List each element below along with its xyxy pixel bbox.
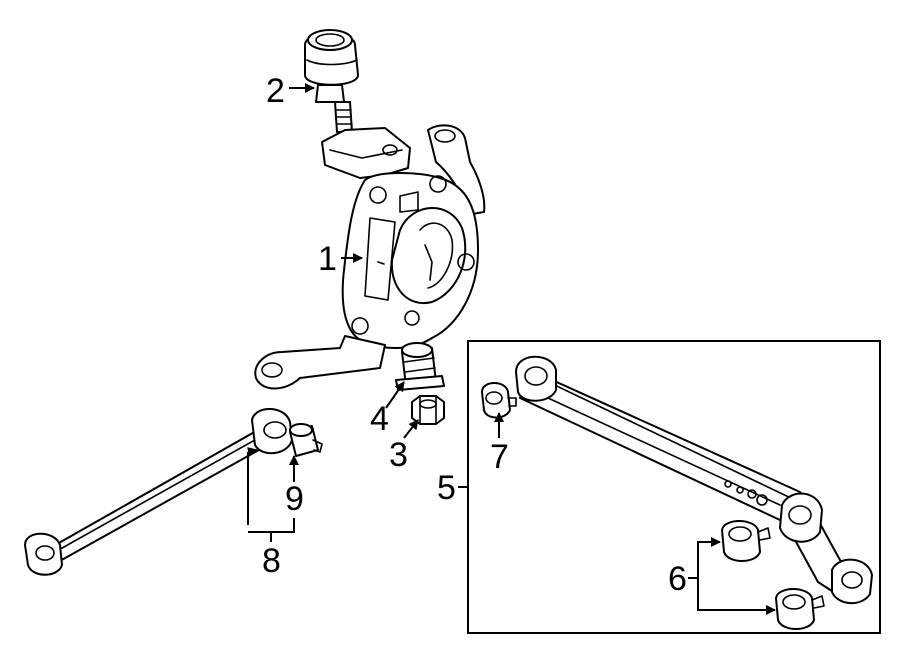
nut-part (411, 395, 445, 425)
callout-1: 1 (318, 240, 337, 278)
leader-lines (247, 83, 776, 615)
arm-bushing-lower-part (775, 588, 825, 630)
callout-8: 8 (262, 542, 281, 580)
leader-3 (403, 419, 419, 439)
callout-4: 4 (370, 400, 389, 438)
leader-4 (385, 381, 405, 409)
bushing-part (395, 342, 445, 391)
ball-joint-part (304, 29, 359, 133)
callout-5: 5 (437, 469, 456, 507)
callout-3: 3 (389, 436, 408, 474)
callout-7: 7 (490, 438, 509, 476)
callout-2: 2 (266, 72, 285, 110)
trailing-arm-part (24, 408, 293, 576)
lower-arm-part (515, 355, 873, 605)
knuckle-part (254, 124, 486, 390)
leader-6 (688, 537, 721, 579)
callout-6: 6 (668, 560, 687, 598)
callout-9: 9 (285, 480, 304, 518)
arm-bushing-upper-part (721, 520, 771, 562)
arm-front-bushing-part (481, 382, 517, 419)
callout-labels: 1 2 3 4 5 6 7 8 9 (262, 72, 687, 598)
trailing-arm-bushing-part (289, 423, 323, 457)
